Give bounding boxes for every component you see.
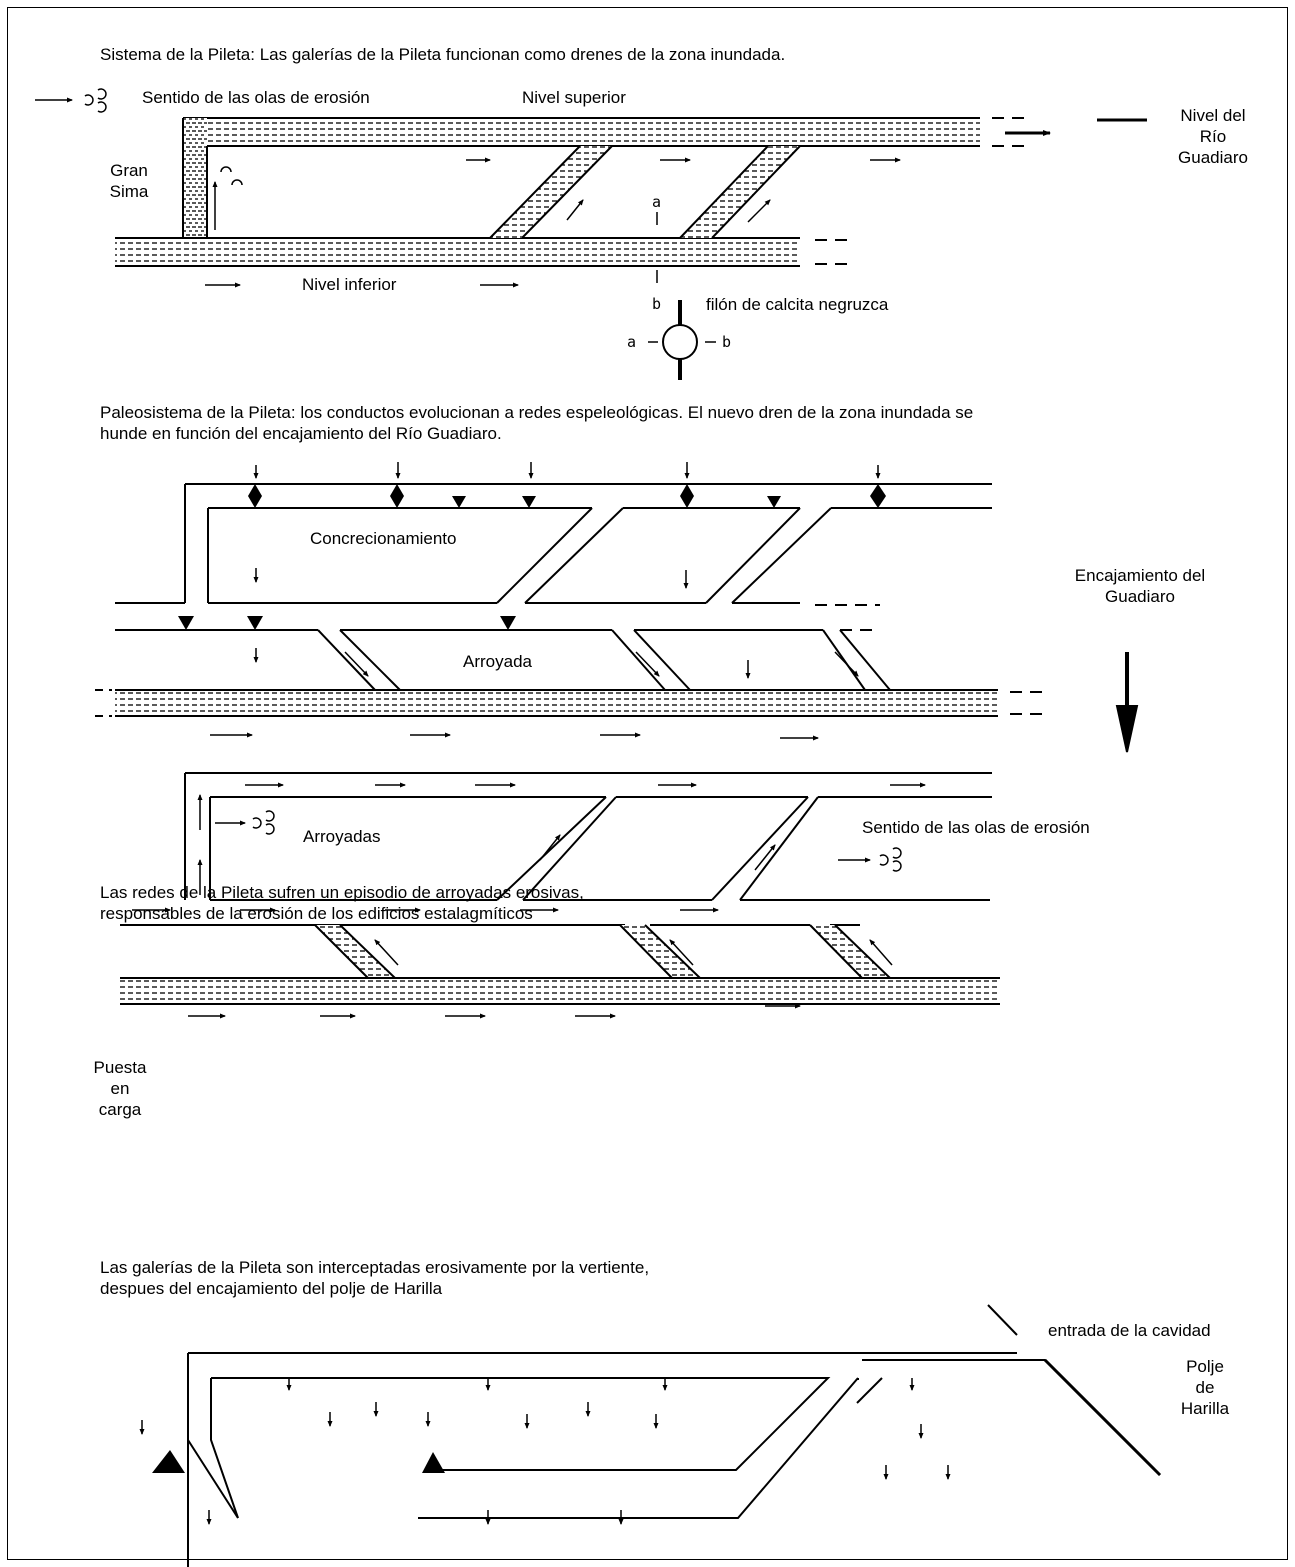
panel-4-drip-arrows xyxy=(139,1378,951,1525)
polje-label: Polje de Harilla xyxy=(1180,1357,1230,1418)
panel-4-slope xyxy=(1043,1358,1162,1477)
panel-4-cave-drawing xyxy=(187,1304,1161,1519)
section-a-side: a xyxy=(627,333,637,351)
lower-level-label: Nivel inferior xyxy=(302,275,397,294)
panel-1-drawing xyxy=(115,117,1147,267)
panel-2-caption: Paleosistema de la Pileta: los conductos… xyxy=(100,403,974,443)
section-a-top: a xyxy=(652,193,662,211)
panel-2-flow-arrows xyxy=(210,462,881,741)
section-b-side: b xyxy=(722,333,732,351)
panel-4-stalagmites xyxy=(152,1450,445,1473)
panel-2-concretions xyxy=(178,484,886,630)
panel-1-flow-arrows xyxy=(35,88,1051,380)
erosion-waves-label: Sentido de las olas de erosión xyxy=(142,88,370,107)
figure-frame xyxy=(7,7,1288,1560)
runoff-label: Arroyada xyxy=(463,652,532,671)
panel-3-caption: Las redes de la Pileta sufren un episodi… xyxy=(100,883,584,923)
incision-label: Encajamiento del Guadiaro xyxy=(1074,566,1206,606)
runoffs-label: Arroyadas xyxy=(303,827,381,846)
river-level-label: Nivel del Río Guadiaro xyxy=(1178,106,1248,167)
loading-label: Puesta en carga xyxy=(93,1058,147,1119)
vein-label: filón de calcita negruzca xyxy=(706,295,889,314)
panel-3-flow-arrows xyxy=(132,782,926,1019)
concretion-label: Concrecionamiento xyxy=(310,529,457,548)
panel-4-caption: Las galerías de la Pileta son intercepta… xyxy=(100,1258,650,1298)
entrance-label: entrada de la cavidad xyxy=(1048,1321,1211,1340)
panel-3-drawing xyxy=(120,772,1000,1005)
panel-3-waves-label: Sentido de las olas de erosión xyxy=(862,818,1090,837)
upper-level-label: Nivel superior xyxy=(522,88,626,107)
panel-2-drawing xyxy=(95,483,1139,753)
section-b-top: b xyxy=(652,295,662,313)
panel-1-caption: Sistema de la Pileta: Las galerías de la… xyxy=(100,45,786,64)
gran-sima-label: Gran Sima xyxy=(109,161,149,201)
